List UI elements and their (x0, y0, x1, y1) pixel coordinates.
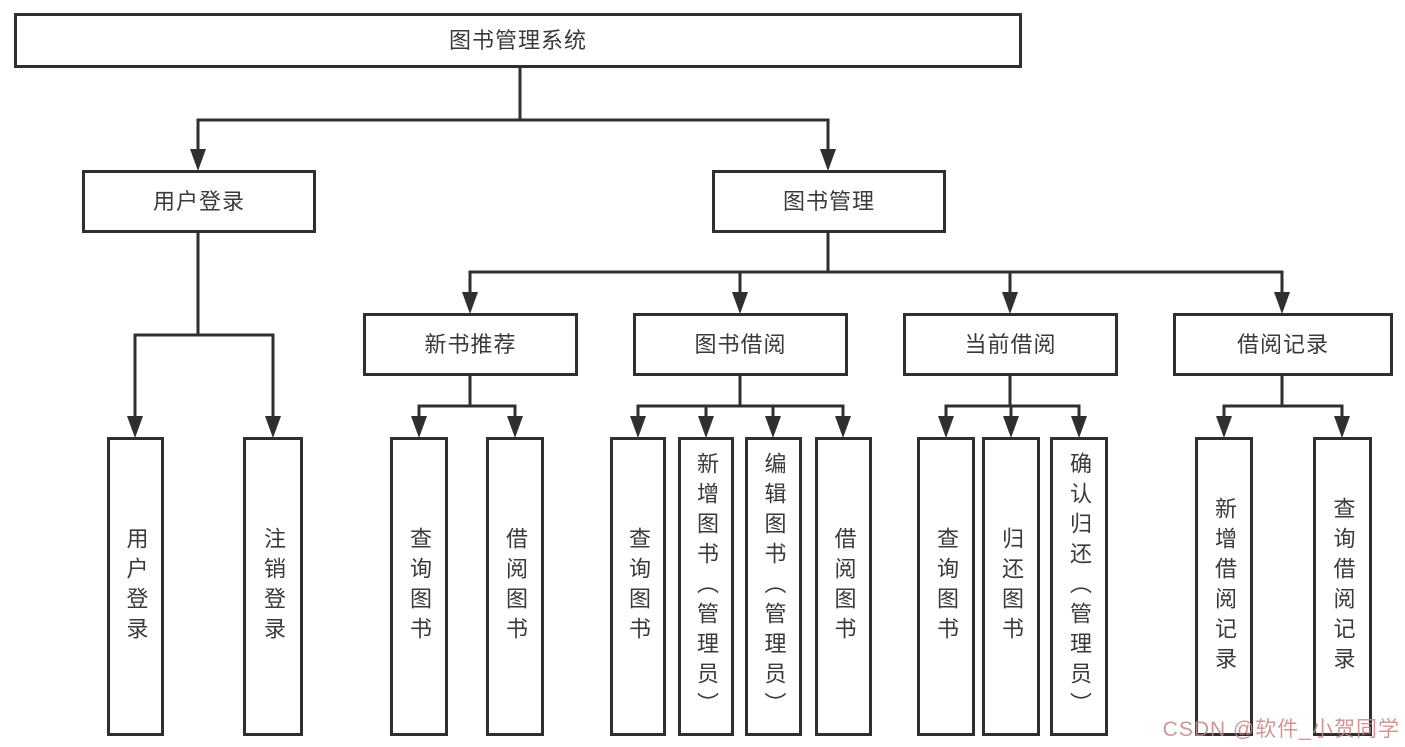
arrowhead-icon-5-1 (1003, 416, 1019, 438)
node-book-borrowing: 图书借阅 (633, 313, 848, 376)
leaf-edit-books-admin: 编辑图书（管理员） (745, 437, 802, 736)
leaf-query-books-2: 查询图书 (610, 437, 666, 736)
leaf-confirm-return-admin: 确认归还（管理员） (1050, 437, 1108, 736)
arrowhead-icon-4-1 (698, 416, 714, 438)
leaf-borrow-books-2: 借阅图书 (815, 437, 872, 736)
node-book-management: 图书管理 (712, 170, 946, 233)
leaf-add-borrow-record: 新增借阅记录 (1195, 437, 1253, 736)
arrowhead-icon-6-1 (1334, 416, 1350, 438)
leaf-add-books-admin: 新增图书（管理员） (678, 437, 734, 736)
leaf-logout: 注销登录 (243, 437, 303, 736)
node-library-management-system: 图书管理系统 (14, 13, 1022, 68)
leaf-return-books: 归还图书 (982, 437, 1040, 736)
leaf-query-books-3: 查询图书 (917, 437, 975, 736)
node-borrowing-records: 借阅记录 (1173, 313, 1393, 376)
arrowhead-icon-5-0 (938, 416, 954, 438)
node-new-book-recommendation: 新书推荐 (363, 313, 578, 376)
arrowhead-icon-2-1 (732, 292, 748, 314)
arrowhead-icon-3-0 (411, 416, 427, 438)
arrowhead-icon-2-0 (462, 292, 478, 314)
arrowhead-icon-0-1 (820, 149, 836, 171)
node-current-borrowing: 当前借阅 (903, 313, 1118, 376)
arrowhead-icon-1-1 (265, 416, 281, 438)
arrowhead-icon-5-2 (1071, 416, 1087, 438)
watermark: CSDN @软件_小贺同学 (1162, 718, 1400, 741)
arrowhead-icon-2-3 (1274, 292, 1290, 314)
leaf-query-borrow-record: 查询借阅记录 (1313, 437, 1372, 736)
arrowhead-icon-4-3 (835, 416, 851, 438)
arrowhead-icon-3-1 (507, 416, 523, 438)
arrowhead-icon-0-0 (190, 149, 206, 171)
arrowhead-icon-1-0 (127, 416, 143, 438)
arrowhead-icon-6-0 (1216, 416, 1232, 438)
arrowhead-icon-4-0 (630, 416, 646, 438)
leaf-query-books-1: 查询图书 (390, 437, 448, 736)
leaf-borrow-books-1: 借阅图书 (486, 437, 544, 736)
arrowhead-icon-4-2 (765, 416, 781, 438)
arrowhead-icon-2-2 (1002, 292, 1018, 314)
leaf-user-login: 用户登录 (107, 437, 164, 736)
node-user-login: 用户登录 (82, 170, 316, 233)
